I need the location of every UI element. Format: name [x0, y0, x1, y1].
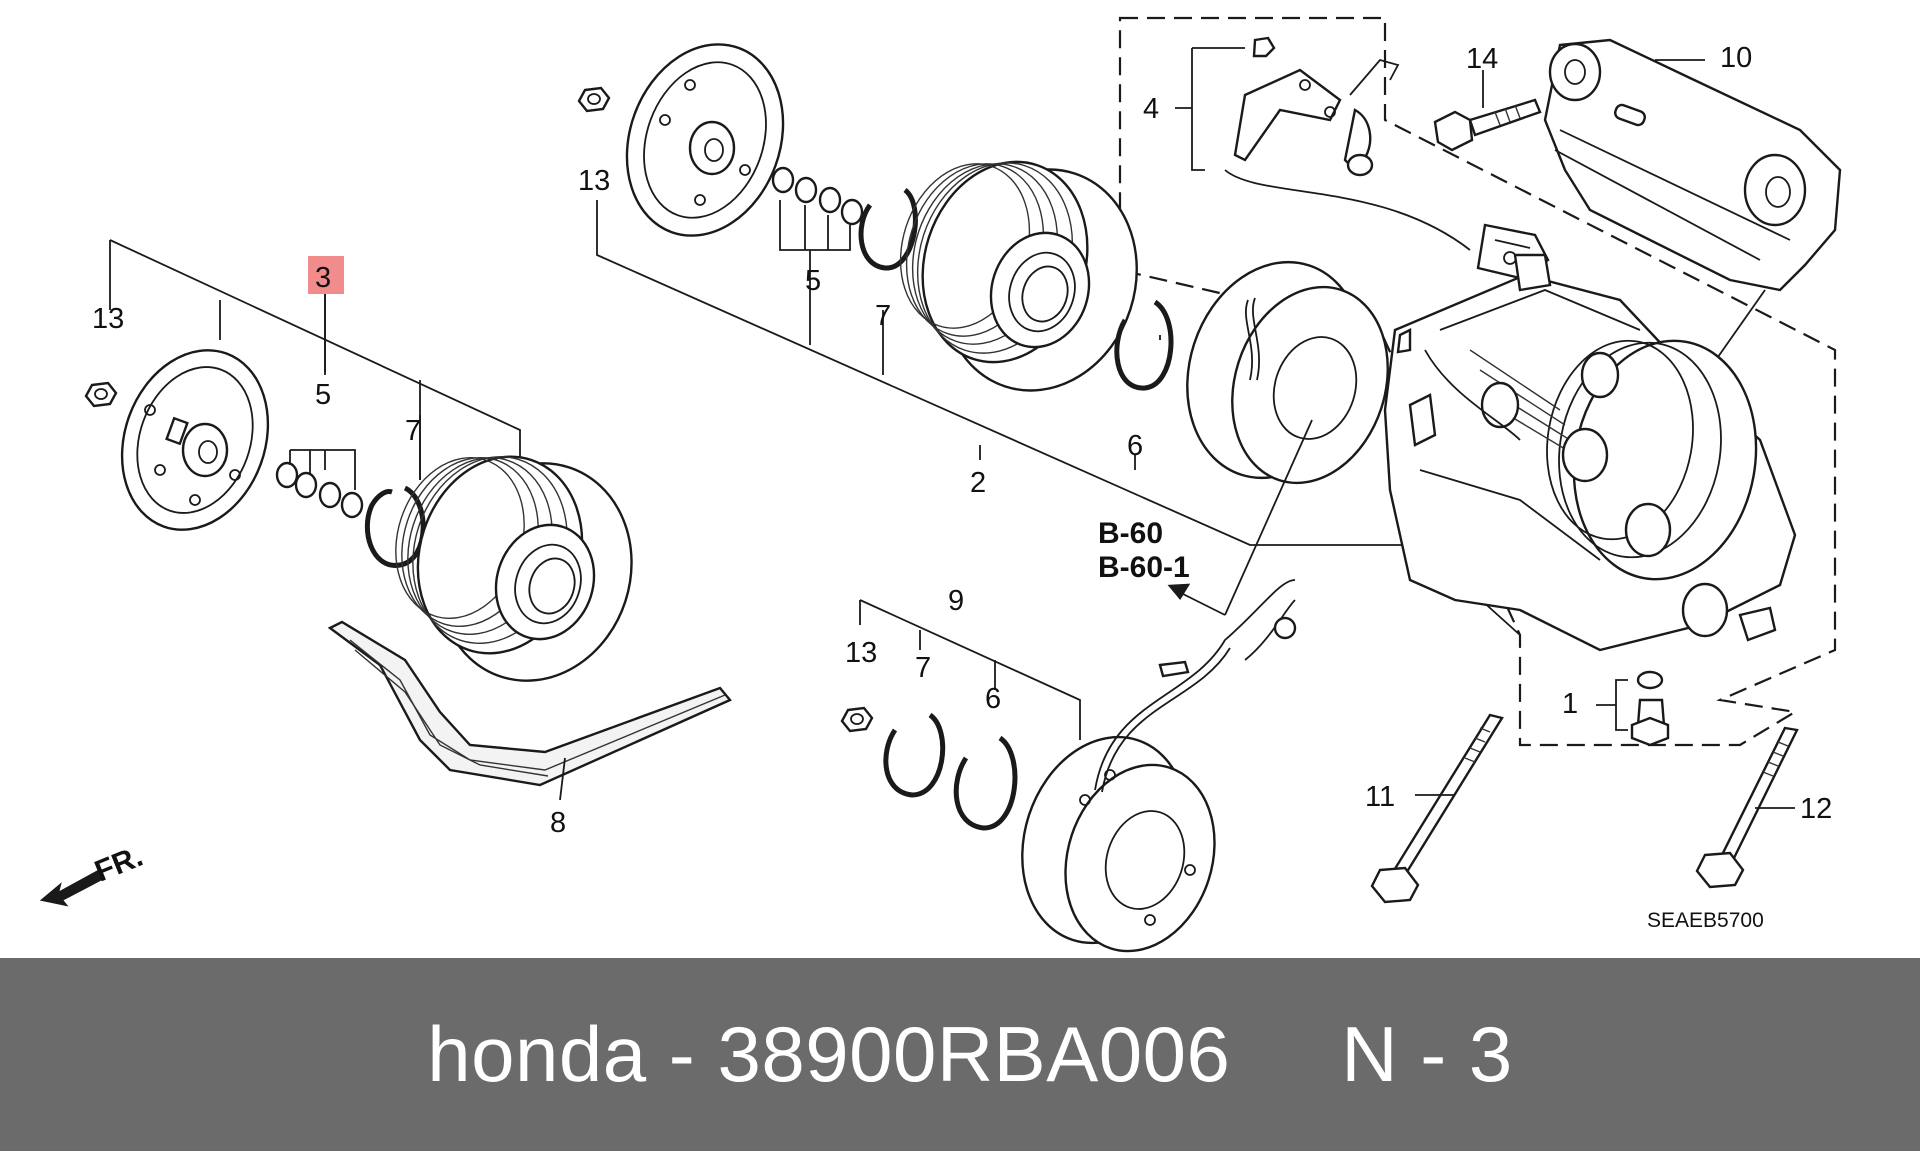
reference-arrow [1167, 419, 1313, 616]
assembly-boundary [1118, 16, 1837, 747]
mounting-bracket [1543, 38, 1842, 476]
compressor-body [1383, 253, 1797, 747]
nut-left [84, 381, 118, 408]
drive-belt [327, 620, 732, 801]
diagram-code: SEAEB5700 [1647, 909, 1764, 932]
clutch-coil-bottom [840, 579, 1297, 953]
callout-7-top: 7 [875, 300, 891, 332]
snap-ring-left [364, 415, 426, 568]
callout-14: 14 [1466, 43, 1498, 75]
reference-b60-1: B-60-1 [1098, 551, 1190, 584]
front-indicator-label: FR. [90, 840, 147, 889]
bolt-14 [1433, 70, 1542, 152]
pulley-left [395, 455, 633, 682]
highlighted-callout-box [308, 256, 344, 294]
callout-7-bottom: 7 [915, 652, 931, 684]
callout-7-left: 7 [405, 415, 421, 447]
nut-top [577, 86, 611, 113]
pressure-plate-left [120, 349, 270, 531]
callout-10: 10 [1720, 42, 1752, 74]
bolt-12 [1695, 726, 1799, 889]
clutch-assembly-top [577, 43, 1521, 636]
callout-4: 4 [1143, 93, 1159, 125]
shims-left [275, 449, 364, 519]
parts-diagram: 1 2 3 4 5 5 6 6 7 7 7 8 9 10 11 12 13 13… [39, 16, 1842, 953]
pressure-plate-top [625, 43, 785, 237]
pulley-top [899, 160, 1138, 392]
clutch-assembly-left [84, 239, 633, 682]
callout-13-bottom: 13 [845, 637, 877, 669]
front-arrow-icon [39, 868, 106, 907]
callout-11: 11 [1365, 781, 1395, 813]
callout-8: 8 [550, 807, 566, 839]
snap-ring-6-top [1114, 299, 1174, 391]
bolt-11 [1370, 713, 1504, 904]
callout-3: 3 [315, 262, 331, 294]
snap-ring-top [858, 188, 918, 271]
footer-bar: honda - 38900RBA006 N - 3 [0, 958, 1920, 1151]
shims-top [771, 166, 864, 251]
callout-2: 2 [970, 467, 986, 499]
callout-9: 9 [948, 585, 964, 617]
field-coil-top [1186, 260, 1389, 485]
callout-5-left: 5 [315, 379, 331, 411]
reference-b60: B-60 [1098, 517, 1163, 550]
part-number-caption: honda - 38900RBA006 N - 3 [427, 1010, 1513, 1098]
callout-6-bottom: 6 [985, 683, 1001, 715]
callout-13-left: 13 [92, 303, 124, 335]
callout-12: 12 [1800, 793, 1832, 825]
callout-6-top: 6 [1127, 430, 1143, 462]
callout-13-top: 13 [578, 165, 610, 197]
callout-1: 1 [1562, 688, 1578, 720]
callout-5-top: 5 [805, 265, 821, 297]
